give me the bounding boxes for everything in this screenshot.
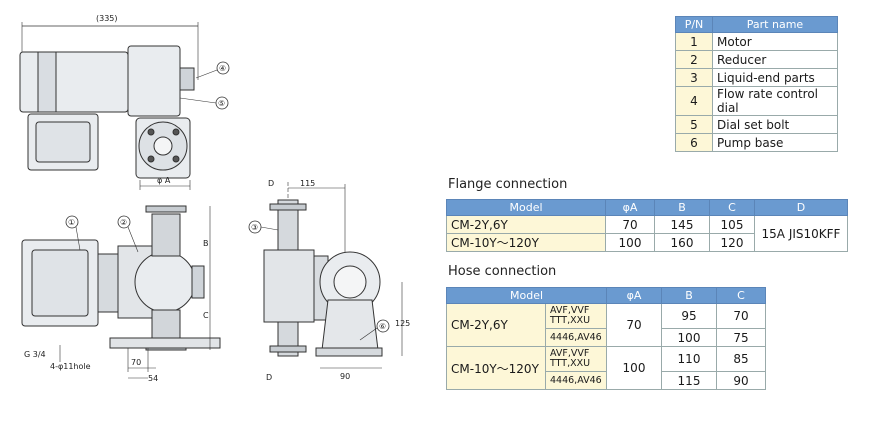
dim-115-label: 115 xyxy=(300,179,315,188)
hose-title: Hose connection xyxy=(448,264,557,279)
pump-base-side-view xyxy=(321,299,379,351)
callout-4: ④ xyxy=(219,64,226,73)
reducer-top-view xyxy=(127,45,181,117)
dim-335-label: (335) xyxy=(96,14,118,23)
dial-top-view xyxy=(179,67,195,91)
dim-D-bottom-label: D xyxy=(266,373,272,382)
callout-5: ⑤ xyxy=(218,99,225,108)
flange-d-value: 15A JIS10KFF xyxy=(754,215,848,252)
table-row: CM-2Y,6Y 70 145 105 15A JIS10KFF xyxy=(446,215,848,252)
base-front-view xyxy=(109,337,221,349)
callout-1: ① xyxy=(68,218,75,227)
flange-title: Flange connection xyxy=(448,177,568,192)
table-row: 4446,AV46 100 75 xyxy=(447,328,766,347)
hose-table: Model φA B C CM-2Y,6Y AVF,VVF TTT,XXU 70… xyxy=(446,287,766,390)
callout-2: ② xyxy=(120,218,127,227)
hole-label: 4-φ11hole xyxy=(50,362,91,371)
dim-54-label: 54 xyxy=(148,374,158,383)
table-row: CM-10Y～120Y 100 160 120 xyxy=(446,233,848,252)
dim-D-top-label: D xyxy=(268,179,274,188)
dim-B-label: B xyxy=(203,239,209,248)
motor-top-view xyxy=(19,51,129,113)
parts-header-pn: P/N xyxy=(675,16,713,33)
flange-table: Model φA B C D CM-2Y,6Y 70 145 105 15A J… xyxy=(446,199,848,252)
parts-header-name: Part name xyxy=(712,16,838,33)
dim-C-label: C xyxy=(203,311,209,320)
dim-90-label: 90 xyxy=(340,372,350,381)
callout-6: ⑥ xyxy=(379,322,386,331)
g34-label: G 3/4 xyxy=(24,350,46,359)
callout-3: ③ xyxy=(251,223,258,232)
dim-70-label: 70 xyxy=(131,358,141,367)
dim-phiA-label: φ A xyxy=(157,176,171,185)
reducer-front-view xyxy=(134,251,196,313)
table-row: 4446,AV46 115 90 xyxy=(447,371,766,390)
dim-125-label: 125 xyxy=(395,319,410,328)
table-row: CM-10Y～120Y AVF,VVF TTT,XXU 100 110 85 xyxy=(446,346,766,390)
table-row: CM-2Y,6Y AVF,VVF TTT,XXU 70 95 70 xyxy=(446,303,766,347)
